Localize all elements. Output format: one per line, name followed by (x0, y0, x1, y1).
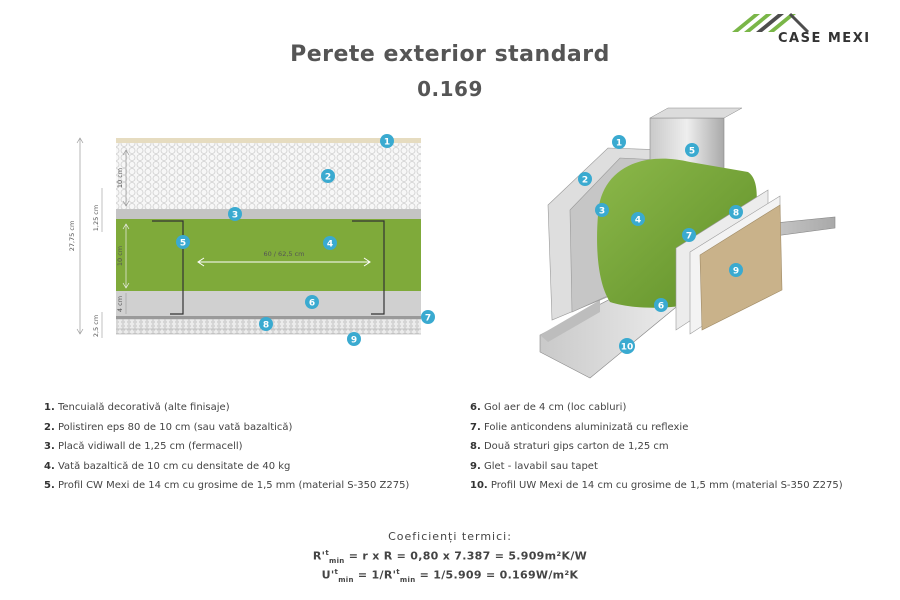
legend-item: 1. Tencuială decorativă (alte finisaje) (44, 402, 230, 413)
number-marker-icon: 7 (421, 310, 435, 324)
marker-3d-6: 6 (658, 302, 664, 312)
legend-left: 1. Tencuială decorativă (alte finisaje) … (44, 398, 409, 496)
marker-3d-7: 7 (686, 232, 692, 242)
marker-8: 8 (263, 321, 269, 331)
air-layer (116, 291, 421, 316)
legend-right: 6. Gol aer de 4 cm (loc cabluri) 7. Foli… (470, 398, 843, 496)
number-marker-icon: 3 (595, 203, 609, 217)
section-markers: 1 2 3 4 5 6 7 8 9 (176, 134, 435, 346)
dim-eps: 10 cm (116, 168, 124, 188)
legend-item: 3. Placă vidiwall de 1,25 cm (fermacell) (44, 441, 243, 452)
dim-total: 27,75 cm (68, 221, 76, 252)
legend-item: 2. Polistiren eps 80 de 10 cm (sau vată … (44, 421, 293, 433)
marker-9: 9 (351, 336, 357, 346)
marker-3d-10: 10 (621, 343, 634, 353)
brand-name: CASE MEXI (778, 31, 871, 46)
dim-gips: 2,5 cm (92, 315, 100, 337)
marker-1: 1 (384, 138, 390, 148)
marker-7: 7 (425, 314, 431, 324)
spacing-label: 60 / 62,5 cm (263, 250, 304, 258)
number-marker-icon: 9 (347, 332, 361, 346)
legend-item: 8. Două straturi gips carton de 1,25 cm (470, 441, 669, 452)
number-marker-icon: 5 (176, 235, 190, 249)
page-subtitle: 0.169 (417, 77, 483, 101)
wall-section-drawing: 60 / 62,5 cm 27,75 cm 1,25 cm 2,5 cm 10 … (68, 137, 421, 338)
marker-4: 4 (327, 240, 333, 250)
wool-layer (116, 219, 421, 291)
legend-item: 10. Profil UW Mexi de 14 cm cu grosime d… (470, 480, 843, 491)
legend-item: 5. Profil CW Mexi de 14 cm cu grosime de… (44, 480, 410, 491)
brand-logo-icon (732, 12, 810, 34)
wall-diagrams: 60 / 62,5 cm 27,75 cm 1,25 cm 2,5 cm 10 … (68, 107, 836, 379)
dim-vidiwall: 1,25 cm (92, 205, 100, 231)
number-marker-icon: 5 (685, 143, 699, 157)
legend-item: 6. Gol aer de 4 cm (loc cabluri) (470, 402, 627, 413)
cw-profile-right (352, 220, 385, 315)
number-marker-icon: 6 (654, 298, 668, 312)
number-marker-icon: 6 (305, 295, 319, 309)
number-marker-icon: 8 (259, 317, 273, 331)
marker-3d-8: 8 (733, 209, 739, 219)
number-marker-icon: 4 (323, 236, 337, 250)
marker-6: 6 (309, 299, 315, 309)
page-title: Perete exterior standard (290, 42, 610, 67)
cw-profile-left (152, 220, 184, 315)
marker-3d-5: 5 (689, 147, 695, 157)
legend-item: 4. Vată bazaltică de 10 cm cu densitate … (44, 460, 291, 472)
number-marker-icon: 2 (578, 172, 592, 186)
gips-layer-2 (116, 329, 421, 334)
eps-layer (116, 143, 421, 209)
marker-3d-4: 4 (635, 216, 641, 226)
marker-3d-3: 3 (599, 207, 605, 217)
marker-3: 3 (232, 211, 238, 221)
number-marker-icon: 10 (619, 338, 635, 354)
formula-r: R'tmin = r x R = 0,80 x 7.387 = 5.909m²K… (312, 549, 588, 565)
render-layer (116, 138, 421, 143)
number-marker-icon: 1 (380, 134, 394, 148)
dim-wool: 10 cm (116, 246, 124, 266)
number-marker-icon: 7 (682, 228, 696, 242)
dim-air: 4 cm (116, 296, 124, 312)
marker-3d-9: 9 (733, 267, 739, 277)
legend-item: 9. Glet - lavabil sau tapet (470, 460, 598, 472)
cutaway-markers: 1 5 2 3 4 8 7 9 6 10 (578, 135, 743, 354)
legend-item: 7. Folie anticondens aluminizată cu refl… (470, 421, 689, 433)
marker-5: 5 (180, 239, 186, 249)
formula-u: U'tmin = 1/R'tmin = 1/5.909 = 0.169W/m²K (321, 568, 579, 584)
marker-3d-2: 2 (582, 176, 588, 186)
marker-3d-1: 1 (616, 139, 622, 149)
number-marker-icon: 8 (729, 205, 743, 219)
number-marker-icon: 4 (631, 212, 645, 226)
wall-3d-cutaway (539, 107, 836, 379)
number-marker-icon: 2 (321, 169, 335, 183)
marker-2: 2 (325, 173, 331, 183)
number-marker-icon: 3 (228, 207, 242, 221)
number-marker-icon: 9 (729, 263, 743, 277)
vidiwall-layer (116, 209, 421, 219)
number-marker-icon: 1 (612, 135, 626, 149)
coefficients-title: Coeficienți termici: (388, 530, 512, 543)
